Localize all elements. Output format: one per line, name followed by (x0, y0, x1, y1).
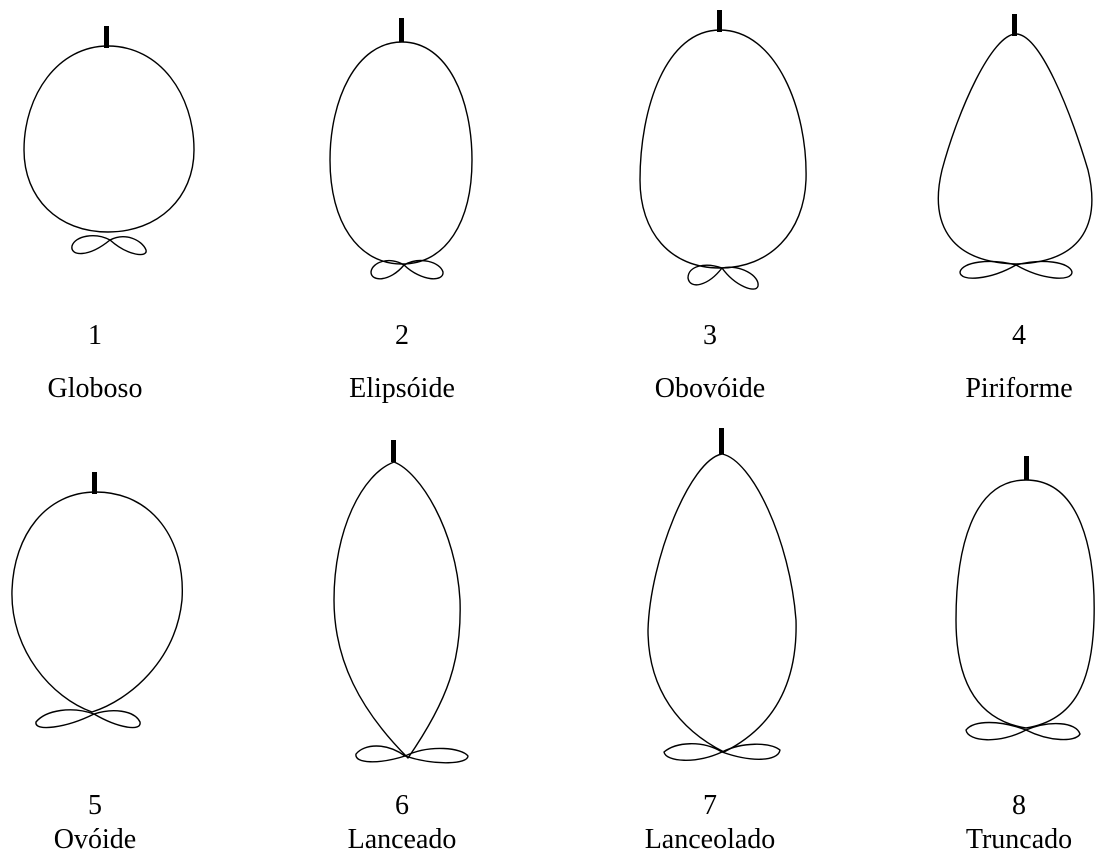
fruit-outline (956, 480, 1094, 728)
fruit-outline (334, 462, 460, 758)
sepal-left (966, 723, 1026, 740)
fruit-outline (648, 454, 796, 752)
fruit-outline (12, 492, 182, 712)
shape-number-1: 1 (88, 321, 102, 351)
stem-mark (399, 18, 404, 42)
shape-number-4: 4 (1012, 321, 1026, 351)
shape-number-7: 7 (703, 791, 717, 821)
fruit-shape-lanceado (334, 440, 468, 763)
shape-number-5: 5 (88, 791, 102, 821)
shape-name-piriforme: Piriforme (965, 374, 1072, 404)
fruit-shape-obovoide (640, 10, 806, 289)
sepal-left (72, 236, 110, 254)
shape-number-8: 8 (1012, 791, 1026, 821)
shape-name-lanceolado: Lanceolado (645, 825, 776, 855)
stem-mark (717, 10, 722, 32)
shape-name-globoso: Globoso (48, 374, 143, 404)
fruit-shape-lanceolado (648, 428, 796, 760)
fruit-outline (24, 46, 194, 232)
shape-name-lanceado: Lanceado (348, 825, 457, 855)
stem-mark (1012, 14, 1017, 36)
sepal-right (94, 711, 140, 728)
stem-mark (92, 472, 97, 494)
shape-number-3: 3 (703, 321, 717, 351)
fruit-shape-elipsoide (330, 18, 472, 279)
stem-mark (719, 428, 724, 454)
shape-name-obovoide: Obovóide (655, 374, 765, 404)
fruit-shape-truncado (956, 456, 1094, 740)
stem-mark (1024, 456, 1029, 480)
sepal-left (36, 710, 94, 728)
fruit-outline (938, 34, 1091, 264)
fruit-outline (330, 42, 472, 264)
sepal-left (356, 746, 405, 762)
shape-number-2: 2 (395, 321, 409, 351)
fruit-shape-piriforme (938, 14, 1091, 278)
shape-name-truncado: Truncado (966, 825, 1072, 855)
shape-name-ovoide: Ovóide (54, 825, 136, 855)
fruit-outline (640, 30, 806, 268)
sepal-right (722, 267, 758, 289)
sepal-right (722, 744, 780, 759)
shape-number-6: 6 (395, 791, 409, 821)
fruit-shape-globoso (24, 26, 194, 255)
sepal-right (405, 748, 468, 762)
shape-name-elipsoide: Elipsóide (349, 374, 455, 404)
stem-mark (391, 440, 396, 462)
fruit-shape-ovoide (12, 472, 182, 728)
sepal-right (110, 237, 146, 255)
stem-mark (104, 26, 109, 48)
